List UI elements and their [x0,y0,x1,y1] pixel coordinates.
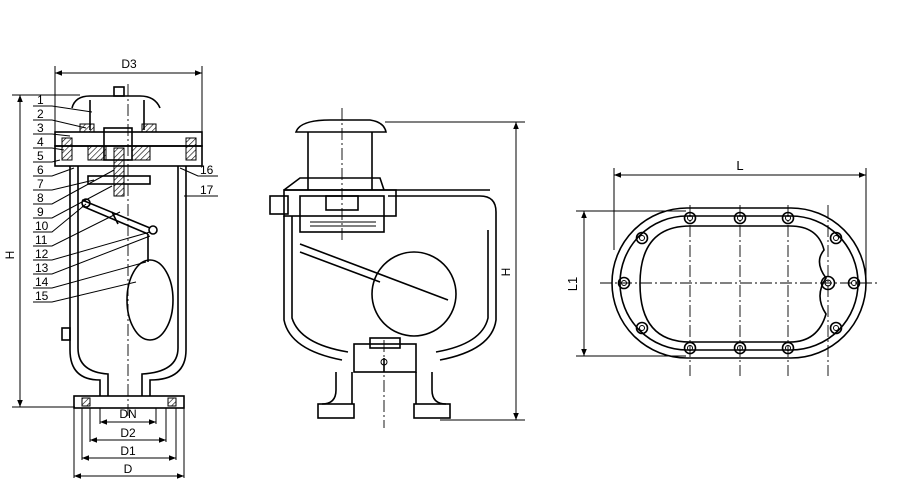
part-number-10: 10 [35,219,49,233]
left-sectional-view: D3 H [3,57,218,479]
dim-label-l: L [736,158,743,173]
part-number-5: 5 [37,149,44,163]
dim-label-d1: D1 [120,444,136,458]
part-number-1: 1 [37,93,44,107]
dim-label-h-left: H [3,251,17,260]
part-number-12: 12 [35,247,49,261]
part-leaders [33,105,218,303]
part-number-14: 14 [35,275,49,289]
right-plan-view: L L1 [565,158,880,376]
part-number-2: 2 [37,107,44,121]
part-number-8: 8 [37,191,44,205]
dim-label-l1: L1 [565,277,580,291]
part-number-6: 6 [37,163,44,177]
middle-elevation-view: H [269,108,525,428]
part-number-11: 11 [35,233,48,247]
part-number-16: 16 [200,163,214,177]
bolt-holes [617,211,861,355]
part-number-7: 7 [37,177,44,191]
dim-label-h-middle: H [499,268,513,277]
part-number-3: 3 [37,121,44,135]
part-number-9: 9 [37,205,44,219]
part-number-4: 4 [37,135,44,149]
part-number-17: 17 [200,183,214,197]
part-number-15: 15 [35,289,49,303]
dim-label-d3: D3 [121,57,137,71]
dim-label-d: D [124,462,133,476]
dim-label-dn: DN [119,407,136,421]
part-number-13: 13 [35,261,49,275]
dim-label-d2: D2 [120,426,136,440]
